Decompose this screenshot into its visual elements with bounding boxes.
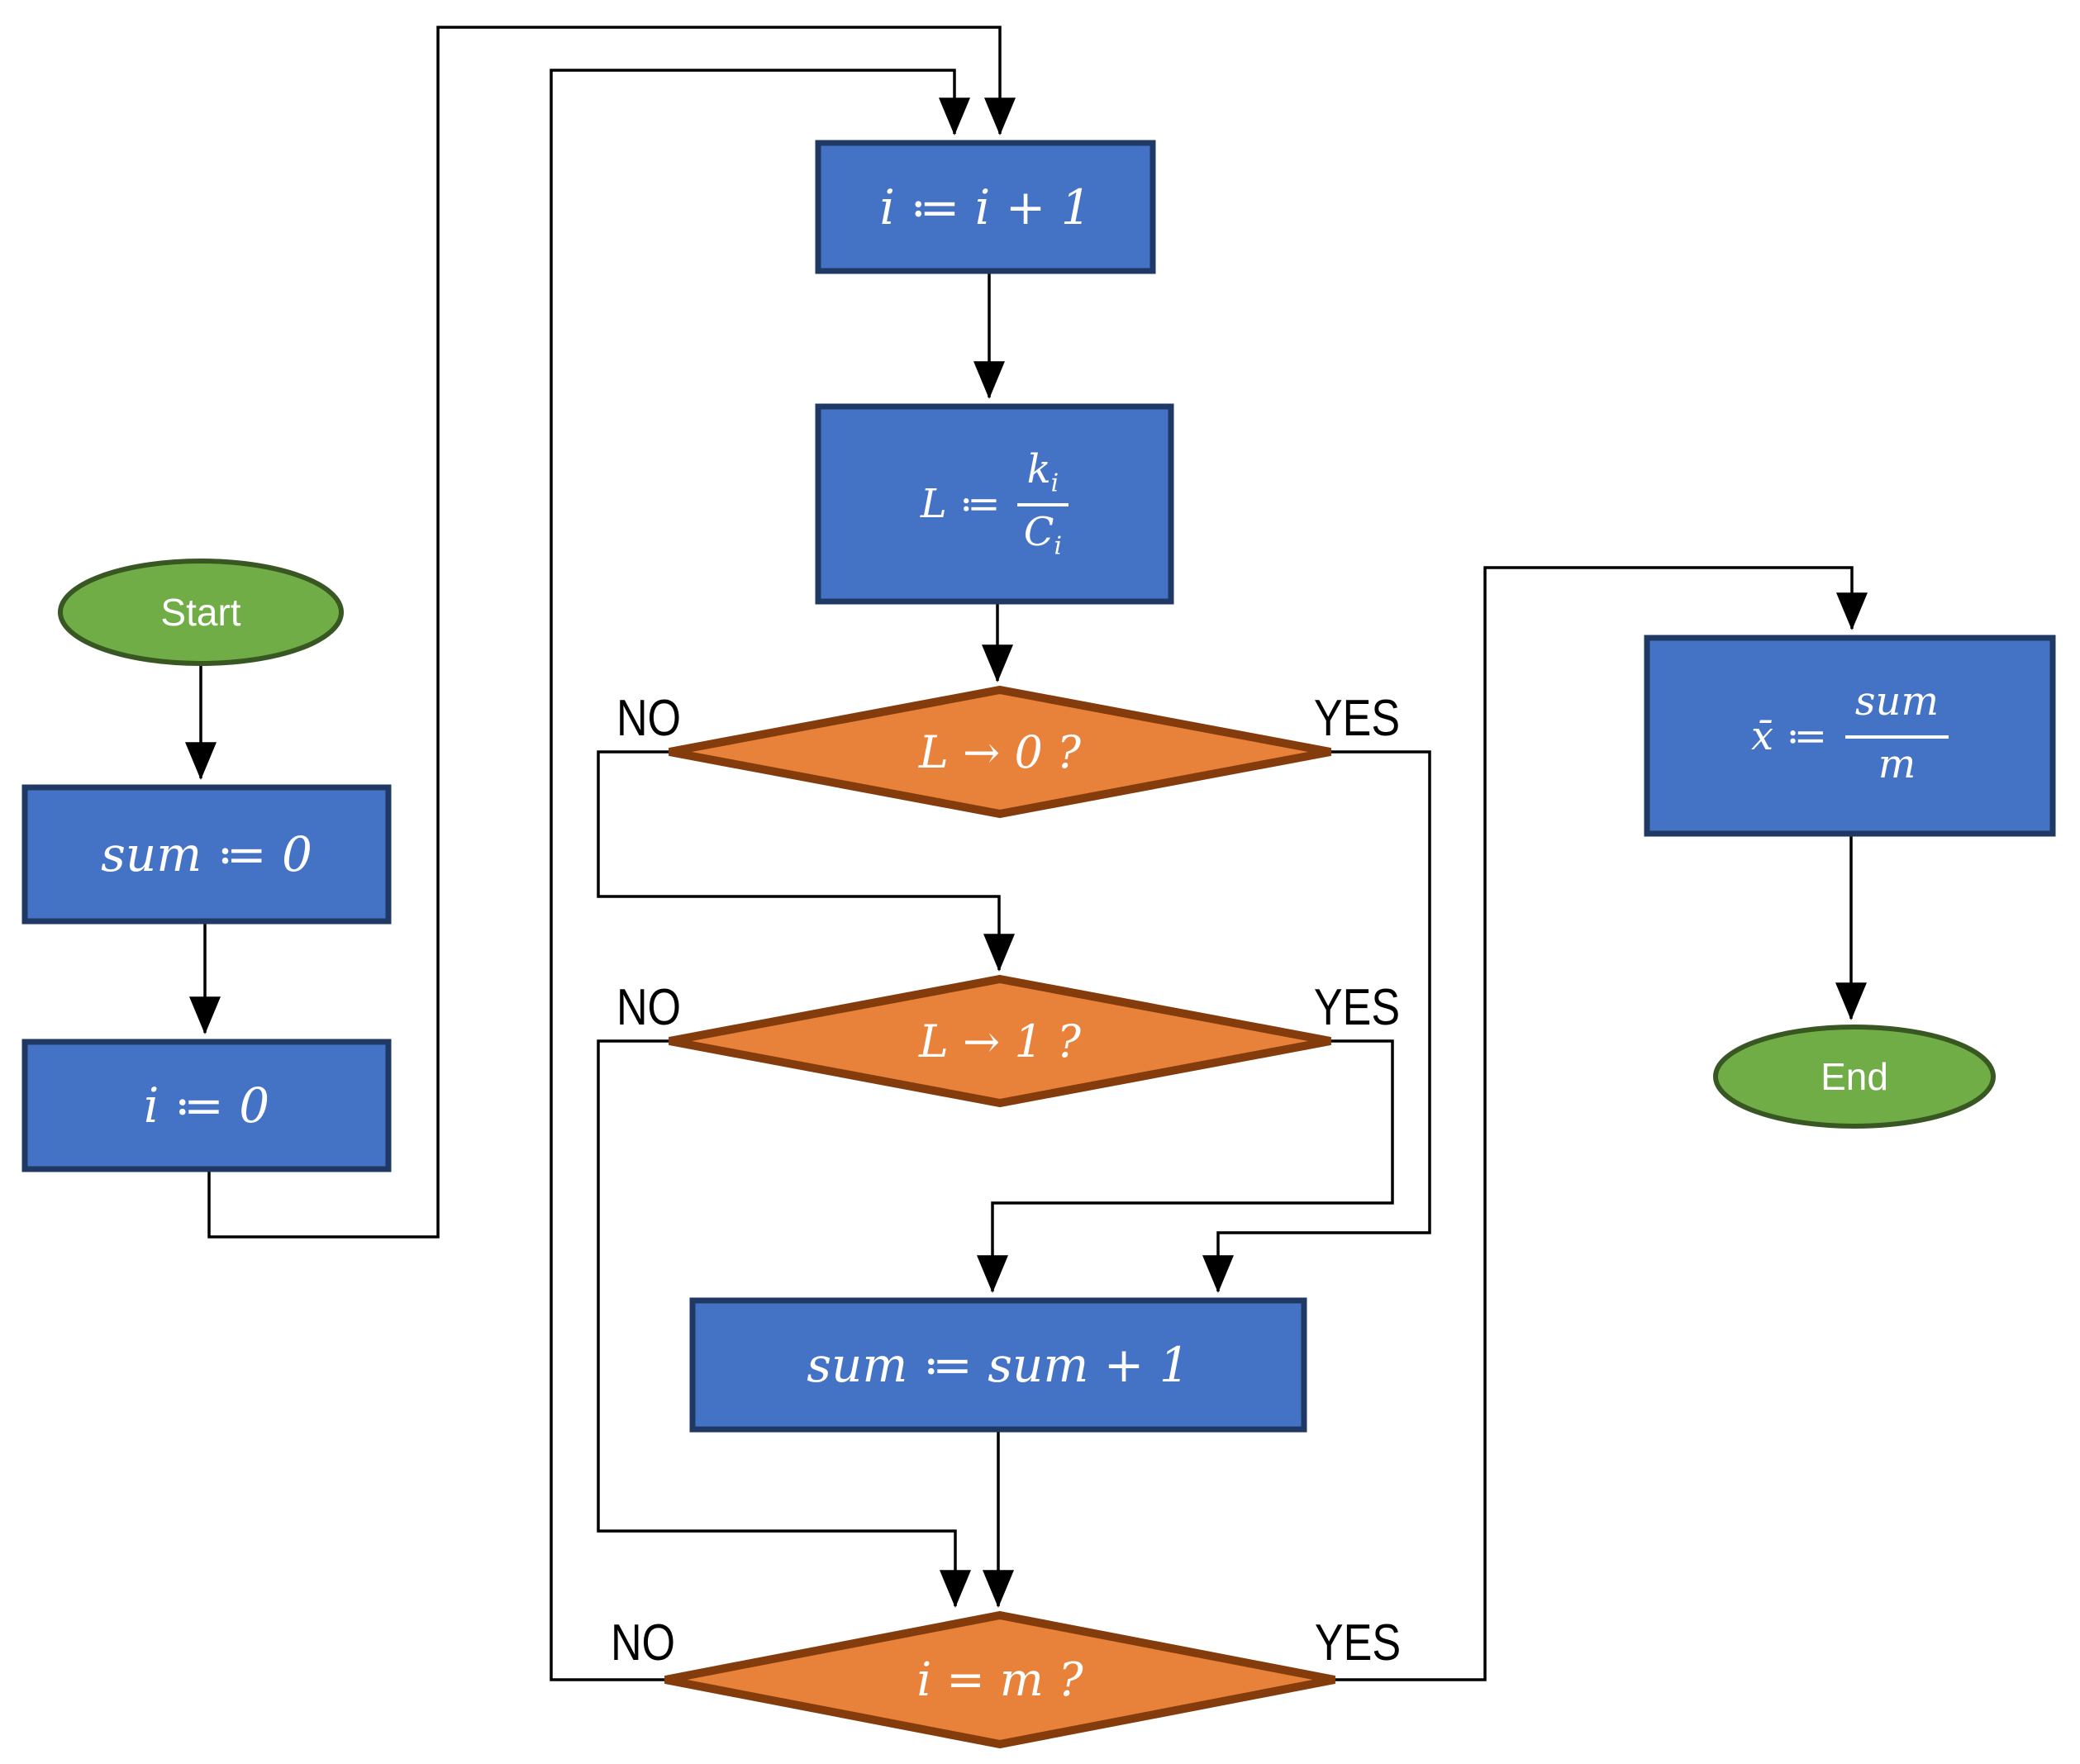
connector-group	[185, 26, 1868, 1681]
check-l0-decision-shape	[669, 685, 1331, 819]
increment-sum-process-shape	[689, 1297, 1307, 1433]
end-terminator-shape	[1713, 1025, 1996, 1129]
check-im-decision-shape	[664, 1610, 1335, 1749]
init-sum-process-shape	[21, 784, 392, 925]
edge-checkim-yes-to-computemean	[1335, 566, 1868, 1681]
check-l1-decision-shape	[669, 974, 1331, 1108]
compute-mean-process-shape	[1644, 635, 2056, 837]
edge-checkl1-yes-to-incrementsum	[977, 1039, 1394, 1293]
compute-ratio-process-shape	[815, 403, 1174, 605]
init-i-process-shape	[21, 1039, 392, 1172]
edge-checkim-no-to-incrementi	[550, 69, 970, 1681]
edge-initi-to-incrementi-loop	[207, 26, 1016, 1239]
start-terminator-shape	[58, 559, 344, 666]
increment-i-process-shape	[815, 140, 1156, 274]
edge-checkl1-no-to-checkim	[597, 1039, 971, 1608]
edge-checkl0-yes-to-incrementsum	[1202, 750, 1431, 1293]
edge-checkl0-no-to-checkl1	[597, 750, 1015, 972]
